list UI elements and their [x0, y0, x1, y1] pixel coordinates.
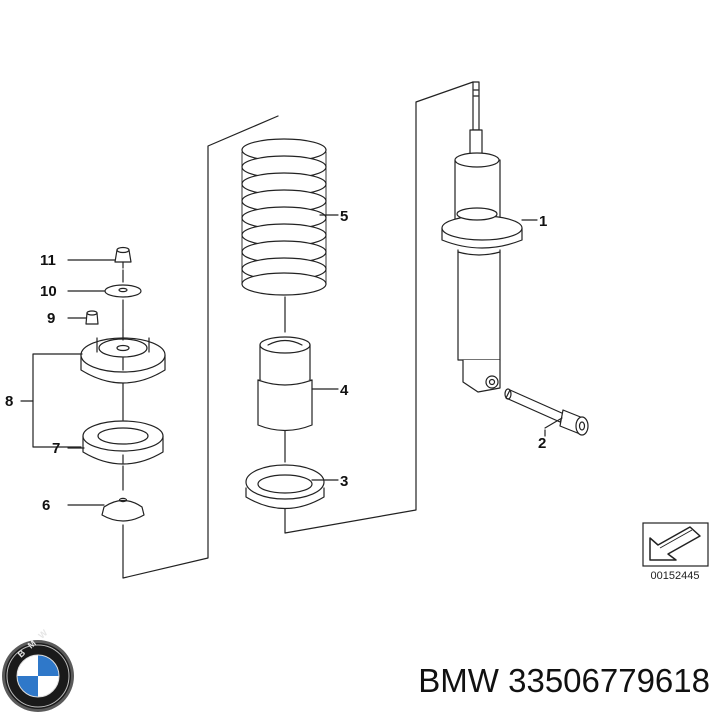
part-6-cap: [101, 497, 145, 522]
part-4-bump-stop: [257, 336, 313, 432]
callout-3: 3: [340, 473, 348, 490]
callout-9: 9: [47, 310, 55, 327]
leader-lines: [67, 214, 563, 506]
callout-7: 7: [52, 440, 60, 457]
bmw-logo: BMW: [2, 623, 74, 712]
part-9-nut: [85, 310, 99, 325]
part-3-spring-seat: [245, 464, 325, 510]
part-1-shock-absorber: [441, 81, 523, 393]
reference-box: 00152445: [642, 522, 709, 582]
callout-11: 11: [40, 252, 56, 269]
reference-code: 00152445: [651, 570, 700, 582]
part-8-strut-mount: [80, 329, 166, 384]
part-2-bolt: [504, 388, 589, 436]
part-11-nut: [114, 246, 132, 269]
callout-6: 6: [42, 497, 50, 514]
part-number: BMW 33506779618: [418, 662, 710, 699]
callout-1: 1: [539, 213, 547, 230]
part-7-spring-seat: [82, 420, 164, 465]
direction-arrow-icon: [649, 526, 701, 561]
callout-labels: 1 2 3 4 5 6 7 8 9 10 11: [5, 208, 547, 514]
callout-5: 5: [340, 208, 348, 225]
callout-8-bracket: [20, 353, 83, 448]
part-5-coil-spring: [241, 138, 327, 296]
part-10-washer: [104, 284, 142, 298]
callout-2: 2: [538, 435, 546, 452]
callout-10: 10: [40, 283, 57, 300]
callout-8: 8: [5, 393, 13, 410]
callout-4: 4: [340, 382, 349, 399]
